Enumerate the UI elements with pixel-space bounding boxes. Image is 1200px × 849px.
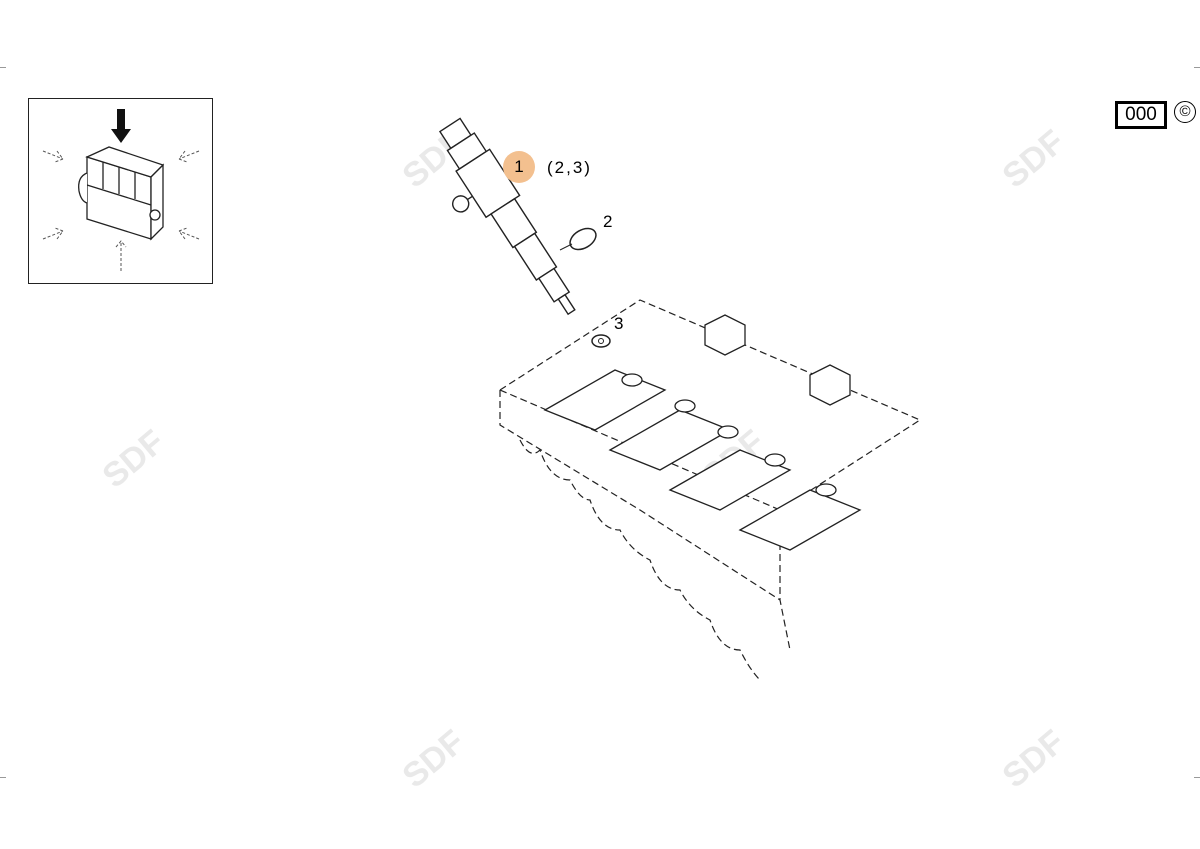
injector [438, 117, 576, 316]
crop-mark [1194, 67, 1200, 68]
engine-orientation-icon [42, 109, 200, 271]
washer [591, 334, 611, 348]
callout-references: (2,3) [547, 158, 592, 177]
rocker-assemblies [543, 314, 862, 551]
crop-mark [0, 67, 6, 68]
cylinder-head [498, 299, 922, 681]
orientation-thumbnail [28, 98, 213, 284]
part-label-3[interactable]: 3 [614, 314, 624, 333]
part-label-2[interactable]: 2 [603, 212, 613, 231]
seal-ring [569, 227, 597, 251]
copyright-icon: © [1174, 101, 1196, 123]
crop-mark [1194, 777, 1200, 778]
callout-part-1[interactable]: 1 [503, 151, 535, 183]
crop-mark [0, 777, 6, 778]
code-box: 000 [1115, 101, 1167, 129]
